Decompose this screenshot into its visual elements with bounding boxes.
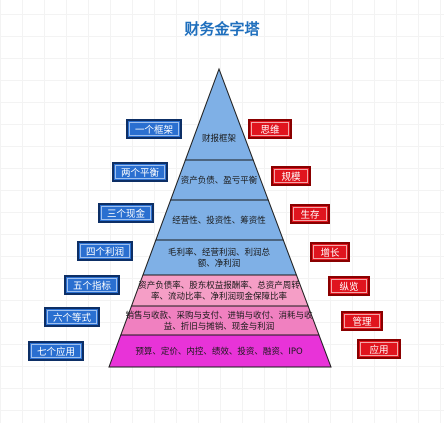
right-label-7: 应用 — [357, 339, 401, 359]
pyramid-level-5-text: 资产负债率、股东权益报酬率、总资产周转 — [138, 280, 300, 291]
right-label-4: 增长 — [310, 242, 350, 262]
pyramid-level-6-text: 益、折旧与摊销、现金与利润 — [164, 321, 275, 332]
right-label-1: 思维 — [248, 119, 292, 139]
pyramid-level-1 — [184, 67, 254, 161]
right-label-6: 管理 — [341, 311, 383, 331]
pyramid-level-4-text: 额、净利润 — [198, 258, 241, 269]
diagram-title: 财务金字塔 — [184, 20, 260, 38]
pyramid-level-7 — [108, 334, 332, 368]
left-label-4: 四个利润 — [77, 241, 133, 261]
left-label-1: 一个框架 — [126, 119, 182, 139]
pyramid-level-6-text: 销售与收款、采购与支付、进销与收付、消耗与收 — [125, 310, 313, 321]
left-label-7: 七个应用 — [28, 341, 84, 361]
right-label-3: 生存 — [290, 204, 330, 224]
left-label-6: 六个等式 — [44, 307, 100, 327]
pyramid-level-7-text: 预算、定价、内控、绩效、投资、融资、IPO — [135, 346, 303, 357]
left-label-5: 五个指标 — [64, 275, 120, 295]
pyramid-level-4-text: 毛利率、经营利润、利润总 — [168, 247, 271, 258]
left-label-2: 两个平衡 — [112, 162, 168, 182]
pyramid-level-2-text: 资产负债、盈亏平衡 — [181, 175, 258, 186]
pyramid-level-3-text: 经营性、投资性、筹资性 — [172, 215, 266, 226]
pyramid-level-1-text: 财报框架 — [202, 133, 237, 144]
right-label-5: 纵览 — [328, 276, 370, 296]
left-label-3: 三个现金 — [98, 203, 154, 223]
pyramid-level-5-text: 率、流动比率、净利润现金保障比率 — [151, 291, 288, 302]
right-label-2: 规模 — [271, 166, 311, 186]
